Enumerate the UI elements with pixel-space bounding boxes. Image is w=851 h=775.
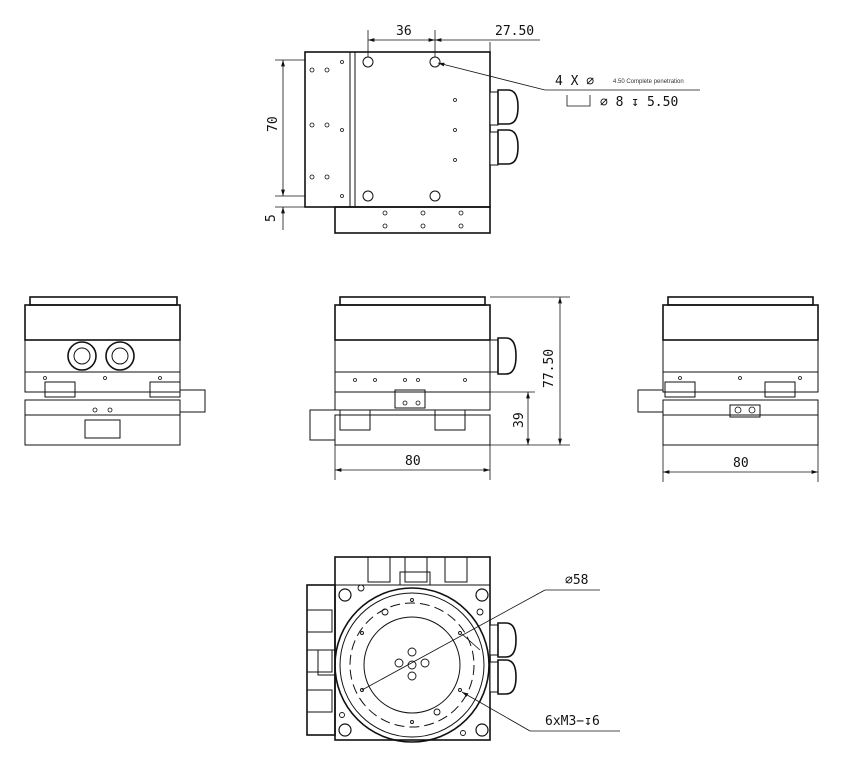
terminal-blocks	[306, 556, 468, 713]
cable-glands-bottom	[489, 622, 517, 695]
right-dim-width: 80	[733, 456, 749, 471]
left-side-view	[24, 296, 206, 446]
hole-callout-counterbore: ⌀ 8 ↧ 5.50	[600, 95, 678, 110]
dim-vertical-spacing: 70	[266, 116, 281, 132]
dim-hole-spacing: 36	[396, 24, 412, 39]
dim-width: 80	[405, 454, 421, 469]
small-holes	[309, 60, 464, 229]
cable-glands	[489, 89, 519, 166]
counterbore-symbol	[566, 95, 591, 107]
dim-total-height: 77.50	[542, 349, 557, 388]
front-view: 77.50 39 80	[309, 296, 570, 480]
top-view: 36 27.50 70 5 4 X ⌀ 4.50 Complete penetr…	[264, 24, 700, 234]
hole-callout-note: 4.50 Complete penetration	[613, 79, 684, 85]
dim-lower-height: 39	[512, 412, 527, 428]
hole-callout-count: 4 X ⌀	[555, 74, 594, 89]
dim-edge-offset: 27.50	[495, 24, 534, 39]
dim-bottom-offset: 5	[264, 214, 279, 222]
bottom-view: ⌀58 6xM3−↧6	[306, 556, 620, 743]
mounting-holes	[362, 56, 441, 202]
dim-circle-diameter: ⌀58	[565, 573, 588, 588]
dim-thread-callout: 6xM3−↧6	[545, 714, 600, 729]
corner-screws	[338, 588, 489, 737]
right-side-view: 80	[637, 296, 819, 482]
